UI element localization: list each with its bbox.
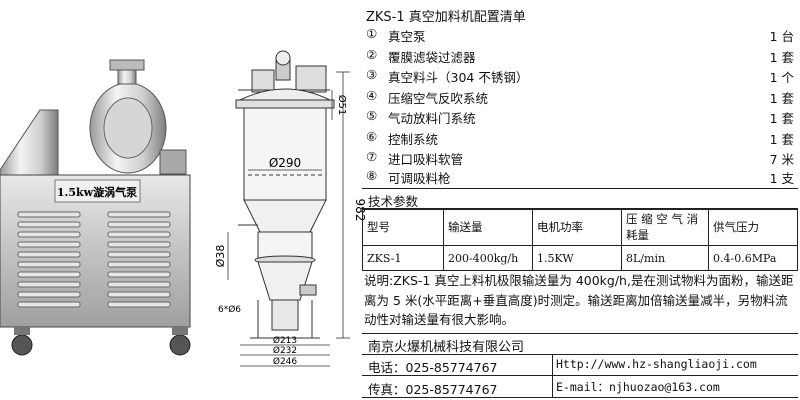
dim-inlet-diameter: Ø38 (214, 245, 227, 268)
website-link[interactable]: Http://www.hz-shangliaoji.com (556, 357, 757, 371)
list-item: ① 真空泵 1 台 (366, 26, 794, 47)
item-number: ⑧ (366, 168, 378, 183)
company-heading: 南京火爆机械科技有限公司 (362, 333, 798, 355)
table-header-cell: 压 缩 空 气 消耗量 (621, 208, 709, 246)
item-name: 真空料斗（304 不锈钢） (388, 70, 529, 85)
spec-table: 型号 输送量 电机功率 压 缩 空 气 消耗量 供气压力 ZKS-1 200-4… (362, 208, 798, 271)
item-quantity: 1 套 (769, 49, 794, 65)
item-name: 气动放料门系统 (388, 111, 476, 126)
list-item: ⑤ 气动放料门系统 1 套 (366, 108, 794, 129)
item-quantity: 1 台 (769, 29, 794, 44)
item-name: 覆膜滤袋过滤器 (388, 49, 476, 65)
dim-body-diameter: Ø290 (269, 156, 301, 170)
vent-slot (107, 271, 171, 278)
contact-row: 传真：025-85774767 E-mail：njhuozao@163.com (362, 376, 798, 398)
vent-slot (107, 251, 171, 258)
dim-leg-spec: 6*Ø6 (218, 304, 241, 315)
vent-slot (17, 291, 81, 298)
params-heading: 技术参数 (362, 188, 798, 210)
item-name: 控制系统 (388, 131, 439, 147)
email-link[interactable]: E-mail：njhuozao@163.com (556, 380, 720, 394)
item-quantity: 1 套 (769, 90, 794, 106)
vent-slot (17, 251, 81, 258)
table-header-cell: 输送量 (443, 208, 533, 246)
vent-slot (17, 301, 81, 308)
item-quantity: 1 套 (769, 131, 794, 147)
vent-slot (107, 241, 171, 248)
vent-slot (107, 231, 171, 238)
pump-label: 1.5kw漩涡气泵 (57, 185, 137, 199)
vent-slot (17, 271, 81, 278)
item-name: 真空泵 (388, 29, 426, 44)
item-number: ⑤ (366, 108, 378, 123)
fax-text: 传真：025-85774767 (368, 382, 498, 397)
item-number: ② (366, 46, 378, 62)
dim-213: Ø213 (273, 335, 297, 346)
item-quantity: 1 个 (769, 70, 794, 85)
dimension-lines (227, 71, 350, 367)
item-number: ① (366, 26, 378, 41)
list-item: ⑦ 进口吸料软管 7 米 (366, 149, 794, 170)
machine-drawing: 1.5kw漩涡气泵 (0, 50, 367, 367)
table-row: ZKS-1 200-400kg/h 1.5KW 8L/min 0.4-0.6MP… (362, 245, 798, 271)
item-number: ③ (366, 67, 378, 82)
list-item: ④ 压缩空气反吹系统 1 套 (366, 88, 794, 109)
dim-246: Ø246 (273, 356, 298, 367)
vent-slot (17, 281, 81, 288)
item-quantity: 1 支 (769, 171, 794, 186)
config-sheet: ZKS-1 真空加料机配置清单 ① 真空泵 1 台 ② 覆膜滤袋过滤器 1 套 … (360, 0, 800, 400)
item-name: 可调吸料枪 (388, 171, 451, 186)
vent-slot (17, 241, 81, 248)
table-row: 型号 输送量 电机功率 压 缩 空 气 消耗量 供气压力 (362, 208, 798, 246)
vent-slot (17, 221, 81, 228)
list-item: ⑧ 可调吸料枪 1 支 (366, 168, 794, 188)
phone-text: 电话：025-85774767 (368, 360, 498, 375)
vent-slot (17, 211, 81, 218)
table-cell: 200-400kg/h (443, 245, 533, 271)
vent-slot (107, 211, 171, 218)
list-item: ⑥ 控制系统 1 套 (366, 129, 794, 150)
vent-slot (107, 221, 171, 228)
table-cell: ZKS-1 (362, 245, 444, 271)
vent-slot (107, 291, 171, 298)
item-quantity: 7 米 (769, 152, 794, 167)
contact-row: 电话：025-85774767 Http://www.hz-shangliaoj… (362, 354, 798, 376)
item-number: ⑥ (366, 128, 378, 144)
item-quantity: 1 套 (769, 111, 794, 126)
explanation-note: 说明:ZKS-1 真空上料机极限输送量为 400kg/h,是在测试物料为面粉，输… (364, 273, 794, 327)
vent-slot (107, 261, 171, 268)
table-cell: 8L/min (621, 245, 709, 271)
vacuum-pump-unit: 1.5kw漩涡气泵 (0, 59, 191, 356)
dim-top-diameter: Ø51 (336, 95, 348, 116)
item-number: ⑦ (366, 149, 378, 164)
company-name: 南京火爆机械科技有限公司 (368, 340, 525, 355)
sheet-title: ZKS-1 真空加料机配置清单 (366, 10, 526, 25)
item-name: 进口吸料软管 (388, 152, 464, 167)
dim-232: Ø232 (273, 345, 297, 356)
item-number: ④ (366, 87, 378, 103)
table-header-cell: 电机功率 (532, 208, 622, 246)
hopper-drawing (235, 50, 335, 339)
list-item: ③ 真空料斗（304 不锈钢） 1 个 (366, 67, 794, 88)
vent-slot (107, 301, 171, 308)
vent-slot (17, 261, 81, 268)
vent-slot (107, 281, 171, 288)
table-cell: 0.4-0.6MPa (708, 245, 798, 271)
params-title: 技术参数 (368, 194, 419, 209)
table-header-cell: 供气压力 (708, 208, 798, 246)
table-cell: 1.5KW (532, 245, 622, 271)
vent-slot (17, 231, 81, 238)
item-name: 压缩空气反吹系统 (388, 90, 489, 106)
list-item: ② 覆膜滤袋过滤器 1 套 (366, 47, 794, 68)
table-header-cell: 型号 (362, 208, 444, 246)
